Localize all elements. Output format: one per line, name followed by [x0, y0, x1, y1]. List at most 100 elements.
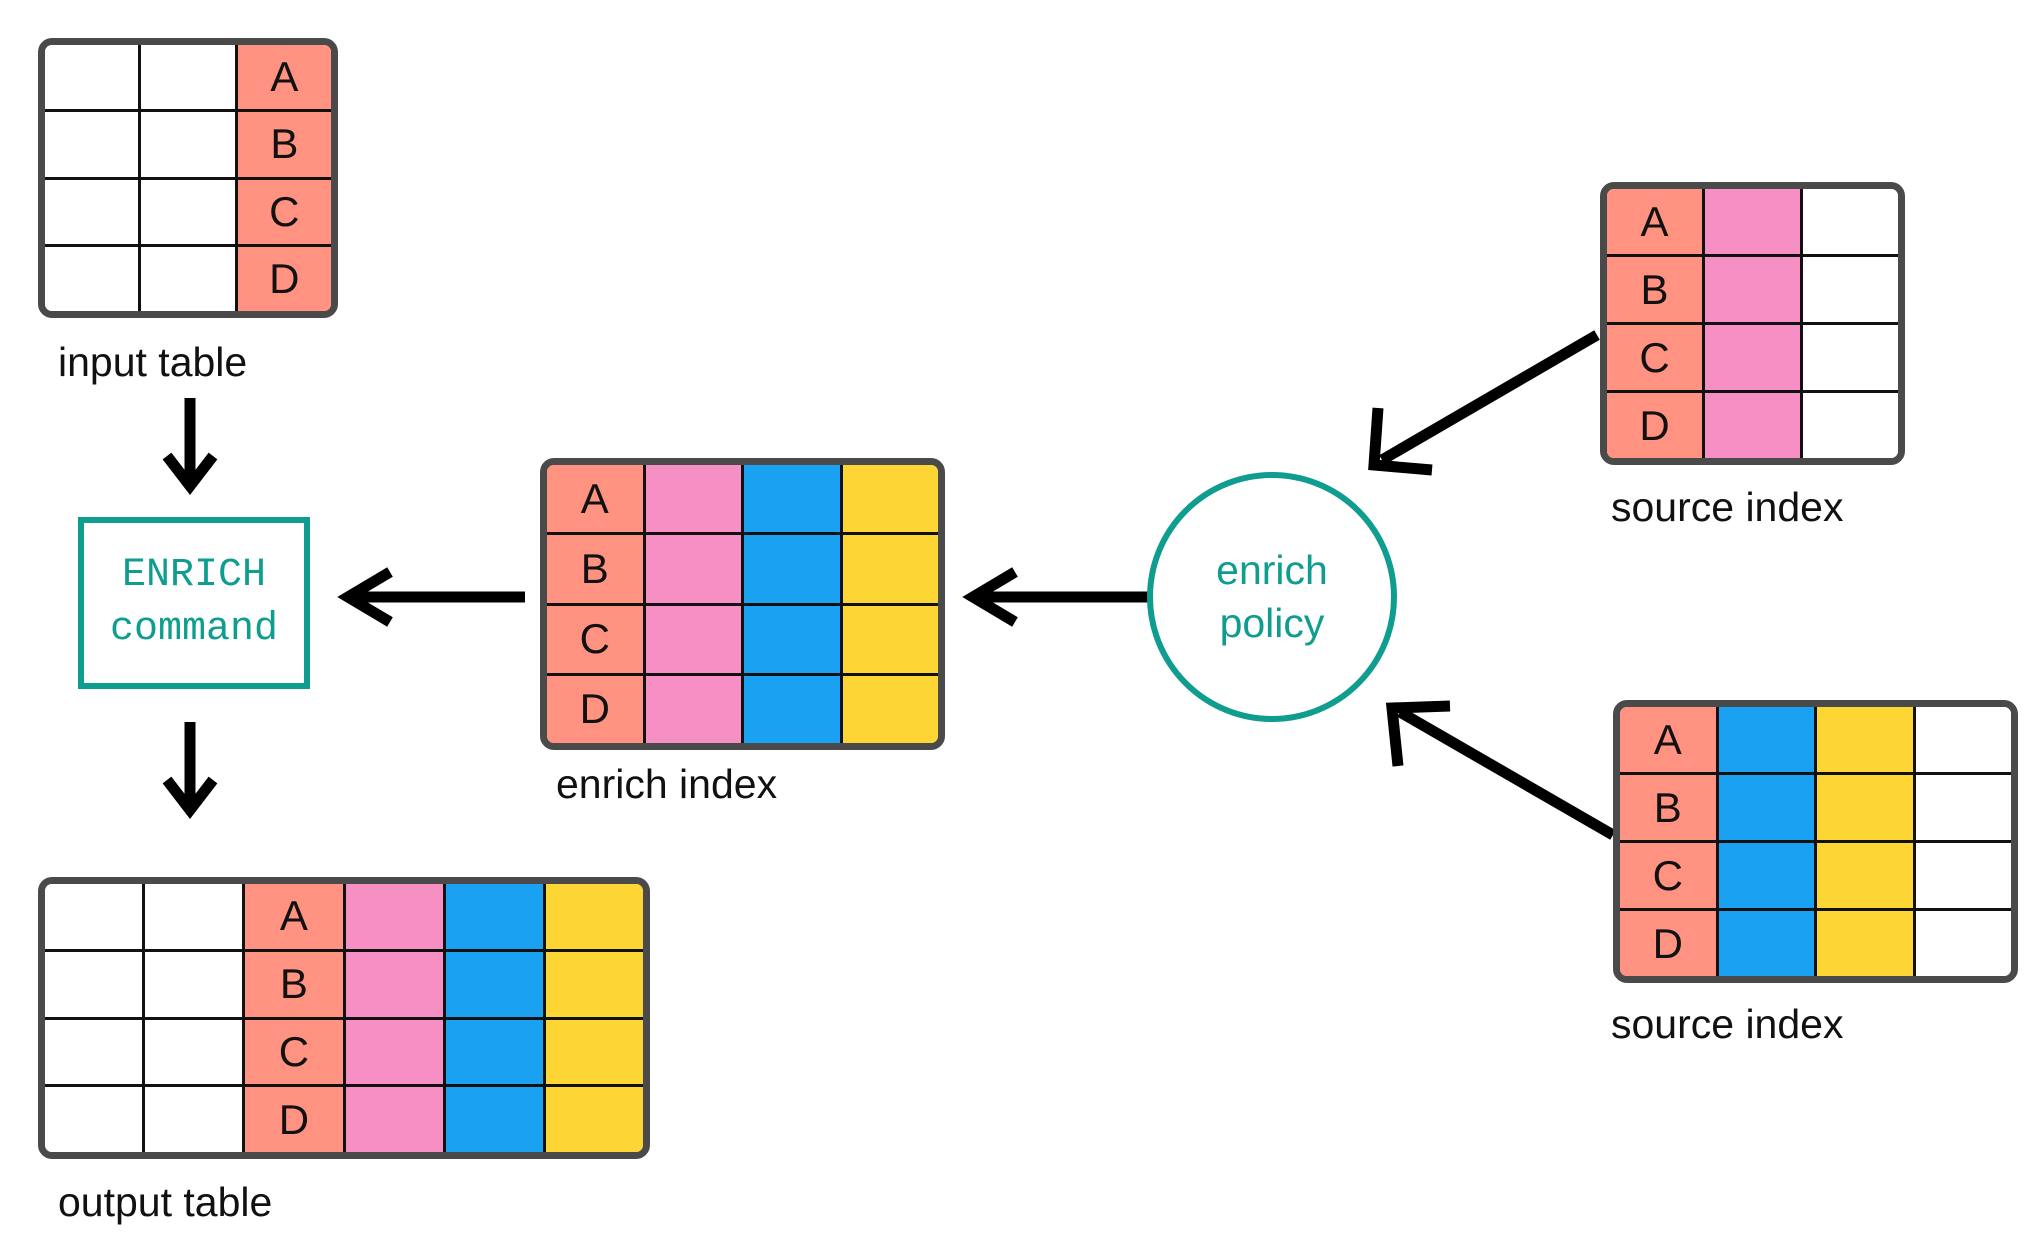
field-cell [744, 675, 843, 743]
field-cell [145, 884, 246, 949]
key-cell: A [547, 465, 646, 533]
table-row: C [547, 605, 938, 676]
table-row: A [1620, 707, 2011, 775]
table-row: B [1607, 257, 1898, 325]
field-cell [141, 45, 238, 110]
table-row: D [1620, 911, 2011, 976]
field-cell [1718, 911, 1817, 976]
field-cell [645, 535, 744, 603]
source-index-bottom-caption: source index [1611, 1001, 1844, 1047]
table-row: C [1620, 843, 2011, 911]
field-cell [45, 179, 142, 244]
field-cell [1817, 775, 1916, 840]
field-cell [141, 246, 238, 311]
field-cell [1718, 775, 1817, 840]
field-cell [1803, 325, 1898, 390]
field-cell [145, 1019, 246, 1085]
key-cell: D [245, 1087, 346, 1152]
field-cell [545, 1019, 643, 1085]
field-cell [445, 951, 546, 1017]
arrow-source-index-top-to-policy [1368, 330, 1600, 476]
enrich-index-caption: enrich index [556, 761, 778, 807]
field-cell [345, 951, 446, 1017]
field-cell [45, 45, 142, 110]
table-row: A [45, 45, 331, 113]
key-cell: C [1607, 325, 1705, 390]
field-cell [141, 179, 238, 244]
table-row: A [1607, 189, 1898, 257]
arrow-command-to-output [162, 722, 218, 820]
field-cell [45, 1087, 146, 1152]
field-cell [842, 465, 938, 533]
enrich-command-box[interactable]: ENRICH command [78, 517, 310, 689]
table-row: C [45, 1019, 643, 1088]
field-cell [1817, 843, 1916, 908]
field-cell [545, 951, 643, 1017]
field-cell [1803, 257, 1898, 322]
key-cell: A [1607, 189, 1705, 254]
field-cell [345, 884, 446, 949]
field-cell [1705, 325, 1803, 390]
key-cell: C [547, 605, 646, 673]
enrich-policy-circle[interactable]: enrich policy [1147, 472, 1397, 722]
source-index-top-caption: source index [1611, 484, 1844, 530]
table-row: B [1620, 775, 2011, 843]
field-cell [1817, 911, 1916, 976]
field-cell [744, 535, 843, 603]
key-cell: B [547, 535, 646, 603]
key-cell: B [1607, 257, 1705, 322]
field-cell [545, 884, 643, 949]
field-cell [45, 1019, 146, 1085]
field-cell [842, 605, 938, 673]
field-cell [45, 246, 142, 311]
field-cell [1915, 775, 2011, 840]
field-cell [744, 605, 843, 673]
key-cell: D [1620, 911, 1719, 976]
field-cell [145, 1087, 246, 1152]
key-cell: B [237, 112, 331, 177]
enrich-policy-line1: enrich [1216, 546, 1328, 593]
key-cell: C [237, 179, 331, 244]
field-cell [1718, 843, 1817, 908]
key-cell: B [1620, 775, 1719, 840]
field-cell [345, 1087, 446, 1152]
table-row: C [1607, 325, 1898, 393]
field-cell [1803, 189, 1898, 254]
table-row: B [45, 951, 643, 1020]
field-cell [744, 465, 843, 533]
arrow-input-to-command [162, 398, 218, 496]
field-cell [645, 605, 744, 673]
enrich-policy-line2: policy [1219, 600, 1325, 646]
key-cell: A [1620, 707, 1719, 772]
field-cell [645, 465, 744, 533]
key-cell: B [245, 951, 346, 1017]
field-cell [645, 675, 744, 743]
table-row: D [547, 675, 938, 743]
field-cell [1705, 393, 1803, 458]
field-cell [45, 884, 146, 949]
field-cell [141, 112, 238, 177]
field-cell [45, 112, 142, 177]
key-cell: D [1607, 393, 1705, 458]
key-cell: A [237, 45, 331, 110]
field-cell [1915, 843, 2011, 908]
field-cell [1705, 257, 1803, 322]
enrich-command-line2: command [109, 607, 279, 652]
output-table-caption: output table [58, 1179, 273, 1225]
key-cell: D [237, 246, 331, 311]
table-row: C [45, 179, 331, 247]
field-cell [145, 951, 246, 1017]
table-row: D [1607, 393, 1898, 458]
table-row: D [45, 246, 331, 311]
field-cell [1803, 393, 1898, 458]
table-row: B [45, 112, 331, 180]
field-cell [345, 1019, 446, 1085]
field-cell [1705, 189, 1803, 254]
enrich-command-line1: ENRICH [121, 553, 267, 598]
key-cell: D [547, 675, 646, 743]
